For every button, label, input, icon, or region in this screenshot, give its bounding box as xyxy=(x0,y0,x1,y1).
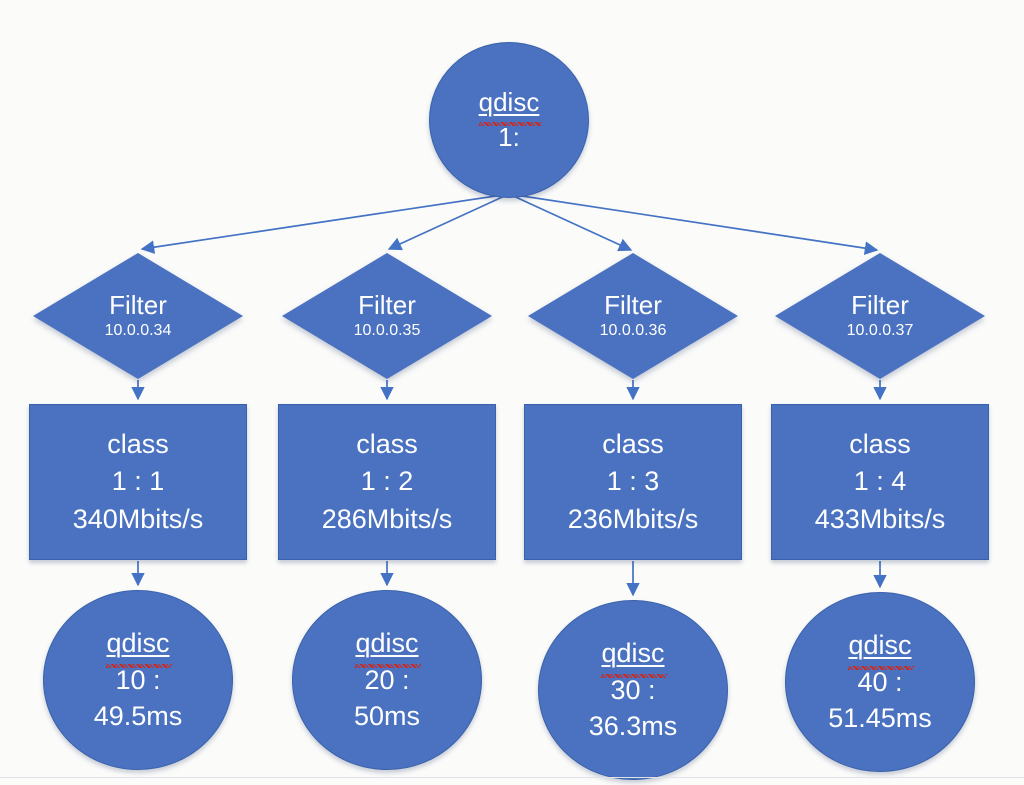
leaf-qdisc-id: 30 : xyxy=(610,674,656,705)
class-id: 1 : 3 xyxy=(606,466,660,497)
class-label: class xyxy=(602,429,664,460)
leaf-qdisc-id: 10 : xyxy=(115,664,161,695)
leaf-qdisc-id: 20 : xyxy=(364,664,410,695)
class-id: 1 : 1 xyxy=(111,466,165,497)
page-edge-line xyxy=(0,777,1024,778)
filter-node: Filter 10.0.0.35 xyxy=(282,253,492,379)
leaf-qdisc-node: qdisc 40 : 51.45ms xyxy=(785,592,975,772)
filter-node: Filter 10.0.0.36 xyxy=(528,253,738,379)
class-node: class 1 : 1 340Mbits/s xyxy=(29,404,247,560)
class-label: class xyxy=(849,429,911,460)
leaf-qdisc-label: qdisc xyxy=(601,635,667,679)
class-id: 1 : 2 xyxy=(360,466,414,497)
leaf-qdisc-node: qdisc 20 : 50ms xyxy=(292,590,482,770)
class-rate: 236Mbits/s xyxy=(567,503,699,534)
leaf-qdisc-latency: 50ms xyxy=(353,701,421,732)
class-node: class 1 : 4 433Mbits/s xyxy=(771,404,989,560)
root-qdisc-label: qdisc xyxy=(478,85,542,127)
filter-label: Filter xyxy=(604,289,662,320)
root-qdisc-node: qdisc 1: xyxy=(429,42,589,198)
leaf-qdisc-label: qdisc xyxy=(355,625,421,669)
filter-ip: 10.0.0.36 xyxy=(599,321,667,339)
leaf-qdisc-id: 40 : xyxy=(857,666,903,697)
class-node: class 1 : 3 236Mbits/s xyxy=(524,404,742,560)
leaf-qdisc-latency: 49.5ms xyxy=(93,701,183,732)
filter-label: Filter xyxy=(109,289,167,320)
filter-label: Filter xyxy=(358,289,416,320)
leaf-qdisc-latency: 36.3ms xyxy=(588,711,678,742)
leaf-qdisc-label: qdisc xyxy=(848,627,914,671)
leaf-qdisc-node: qdisc 30 : 36.3ms xyxy=(538,600,728,780)
leaf-qdisc-node: qdisc 10 : 49.5ms xyxy=(43,590,233,770)
filter-node: Filter 10.0.0.34 xyxy=(33,253,243,379)
class-id: 1 : 4 xyxy=(853,466,907,497)
filter-node: Filter 10.0.0.37 xyxy=(775,253,985,379)
class-node: class 1 : 2 286Mbits/s xyxy=(278,404,496,560)
filter-ip: 10.0.0.37 xyxy=(846,321,914,339)
class-label: class xyxy=(107,429,169,460)
root-qdisc-id: 1: xyxy=(498,122,520,152)
filter-ip: 10.0.0.34 xyxy=(104,321,172,339)
filter-label: Filter xyxy=(851,289,909,320)
leaf-qdisc-label: qdisc xyxy=(106,625,172,669)
class-rate: 433Mbits/s xyxy=(814,503,946,534)
class-label: class xyxy=(356,429,418,460)
class-rate: 286Mbits/s xyxy=(321,503,453,534)
filter-ip: 10.0.0.35 xyxy=(353,321,421,339)
leaf-qdisc-latency: 51.45ms xyxy=(828,703,932,734)
class-rate: 340Mbits/s xyxy=(72,503,204,534)
